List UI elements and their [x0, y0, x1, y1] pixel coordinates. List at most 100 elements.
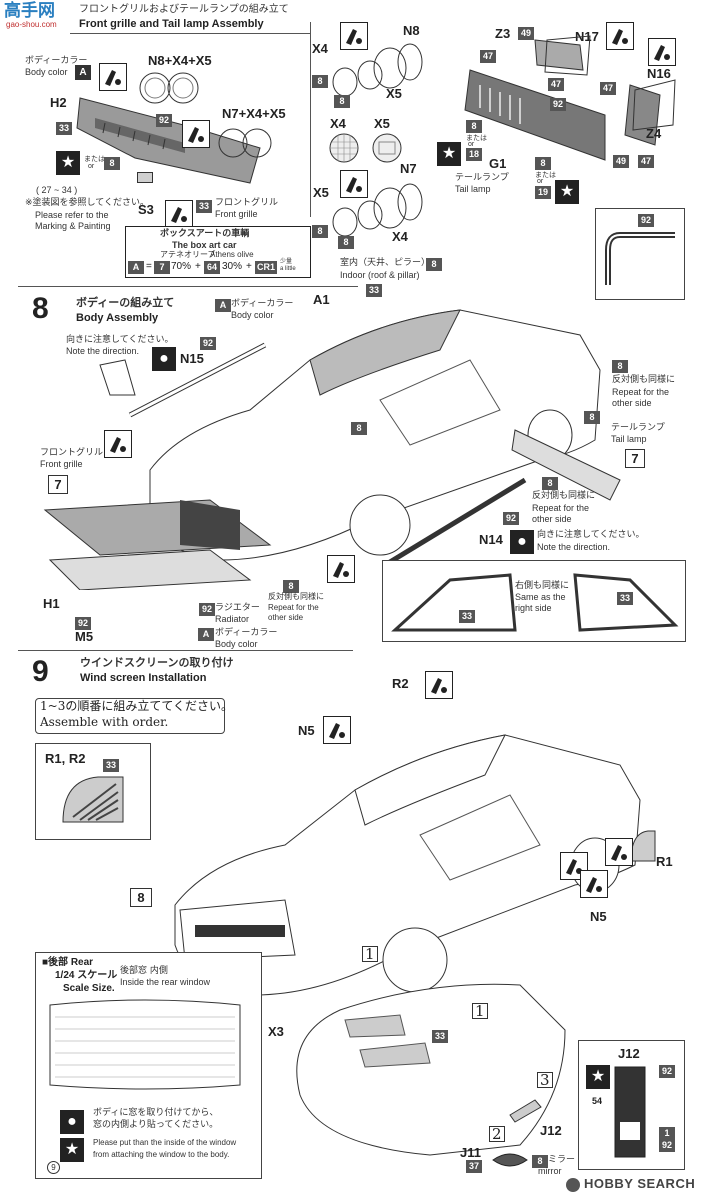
part-num-92-s8: 92 [200, 337, 216, 350]
part-num-8: 8 [104, 157, 120, 170]
same-en2: right side [515, 603, 552, 613]
page-ref: 9 [47, 1161, 60, 1174]
or-3: or [537, 178, 544, 185]
step9-title-jp: ウインドスクリーンの取り付け [80, 656, 234, 669]
tail-lamp-en: Tail lamp [455, 184, 491, 194]
rear-window-en: Inside the rear window [120, 977, 211, 987]
step7-divider [70, 33, 310, 34]
s3-part [137, 172, 153, 183]
part-num-92b: 92 [550, 98, 566, 111]
mix-little-en: a little [280, 266, 296, 272]
part-num-92-m1: 92 [659, 1065, 675, 1078]
part-num-8-s8b: 8 [612, 360, 628, 373]
part-num-8-s8c: 8 [584, 411, 600, 424]
label-h1: H1 [43, 596, 60, 611]
step7-mid-divider [310, 22, 311, 217]
label-r1r2: R1, R2 [45, 751, 86, 766]
label-a1: A1 [313, 292, 330, 307]
mirror-illustration [614, 1066, 646, 1158]
label-x5: X5 [386, 86, 402, 101]
body-color-a-s8b: A [198, 628, 214, 641]
label-n5: N5 [298, 723, 315, 738]
step7-title-jp: フロントグリルおよびテールランプの組み立て [79, 4, 289, 15]
s8-attention2-en: Note the direction. [537, 542, 611, 552]
glue-icon-2 [182, 120, 210, 148]
part-num-49b: 49 [613, 155, 629, 168]
step7-title-en: Front grille and Tail lamp Assembly [79, 18, 264, 30]
opp2-en1: Repeat for the [532, 503, 590, 513]
glue-icon-s9a [425, 671, 453, 699]
part-num-54: 54 [591, 1096, 602, 1106]
front-grille-jp: フロントグリル [215, 198, 279, 208]
direction-icon-2: ● [510, 530, 534, 554]
step9-number: 9 [32, 655, 49, 688]
opp3-jp: 反対側も同様に [268, 592, 324, 601]
part-num-92-s8d: 92 [199, 603, 215, 616]
or-1: or [88, 163, 95, 170]
label-r2: R2 [392, 676, 409, 691]
s8-attention2-jp: 向きに注意してください。 [537, 530, 645, 540]
label-z3: Z3 [495, 26, 511, 41]
step9-divider [18, 650, 353, 651]
roof-en: Indoor (roof & pillar) [340, 270, 420, 280]
paint-star-icon-5: ★ [586, 1065, 610, 1089]
part-num-8-m3: 8 [312, 225, 328, 238]
opposite-en2: other side [612, 398, 652, 408]
part-num-8-mirror: 8 [532, 1155, 548, 1168]
opp2-en2: other side [532, 514, 572, 524]
ref-range: ( 27 ~ 34 ) [36, 185, 78, 195]
tail-lamp-panel-illustration [464, 35, 676, 161]
label-x3: X3 [268, 1024, 284, 1039]
opposite-jp: 反対側も同様に [612, 375, 676, 385]
part-num-8-s8a: 8 [351, 422, 367, 435]
paint-star-icon: ★ [56, 151, 80, 175]
part-num-47b: 47 [548, 78, 564, 91]
opp3-en2: other side [268, 613, 304, 622]
part-h2: H2 [50, 95, 67, 110]
j11-part-illustration [492, 1153, 528, 1167]
body-color-code: A [75, 65, 91, 80]
label-m5: M5 [75, 629, 94, 644]
glue-icon-3 [165, 200, 193, 228]
s8-tail-lamp-jp: テールランプ [611, 423, 665, 433]
step8-number: 8 [32, 292, 49, 325]
label-n15: N15 [180, 351, 204, 366]
label-n7: N7 [400, 161, 417, 176]
scale-en: Scale Size. [63, 983, 115, 994]
part-num-92-s8c: 92 [75, 617, 91, 630]
mix-eq: = [146, 261, 152, 272]
part-num-49: 49 [518, 27, 534, 40]
part-num-8-t2: 8 [535, 157, 551, 170]
mix-a: A [128, 261, 144, 274]
order-2: 2 [489, 1126, 505, 1142]
watermark-chars: 高手网 [4, 1, 55, 21]
s8-bc2-en: Body color [215, 639, 258, 649]
attention-en: Note the direction. [66, 346, 140, 356]
front-grille-s8-jp: フロントグリル [40, 448, 104, 458]
part-n7x4x5: N7+X4+X5 [222, 106, 286, 121]
glue-icon-6 [606, 22, 634, 50]
label-r1: R1 [656, 854, 673, 869]
glue-icon-s8b [327, 555, 355, 583]
part-s3: S3 [138, 202, 154, 217]
ref-en1: Please refer to the [35, 210, 109, 220]
part-num-92c: 92 [638, 214, 654, 227]
label-n8: N8 [403, 23, 420, 38]
part-num-1: 1 [659, 1127, 675, 1140]
part-n8x4x5: N8+X4+X5 [148, 53, 212, 68]
ref-en2: Marking & Painting [35, 221, 111, 231]
part-num-33-s9b: 33 [432, 1030, 448, 1043]
paint-star-icon-2: ★ [437, 142, 461, 166]
part-num-8-m2: 8 [334, 95, 350, 108]
mirror-jp: ミラー [548, 1155, 576, 1165]
watermark-url: gao-shou.com [6, 20, 57, 29]
body-color-jp: ボディーカラー [25, 56, 88, 66]
glue-icon-s8a [104, 430, 132, 458]
trim-detail-illustration [605, 232, 675, 285]
same-en1: Same as the [515, 592, 566, 602]
grille-h2-illustration [76, 97, 261, 184]
scale-jp: 1/24 スケール [55, 970, 118, 981]
label-n16: N16 [647, 66, 671, 81]
mix-plus2: + [246, 261, 252, 272]
front-grille-s8-en: Front grille [40, 459, 83, 469]
